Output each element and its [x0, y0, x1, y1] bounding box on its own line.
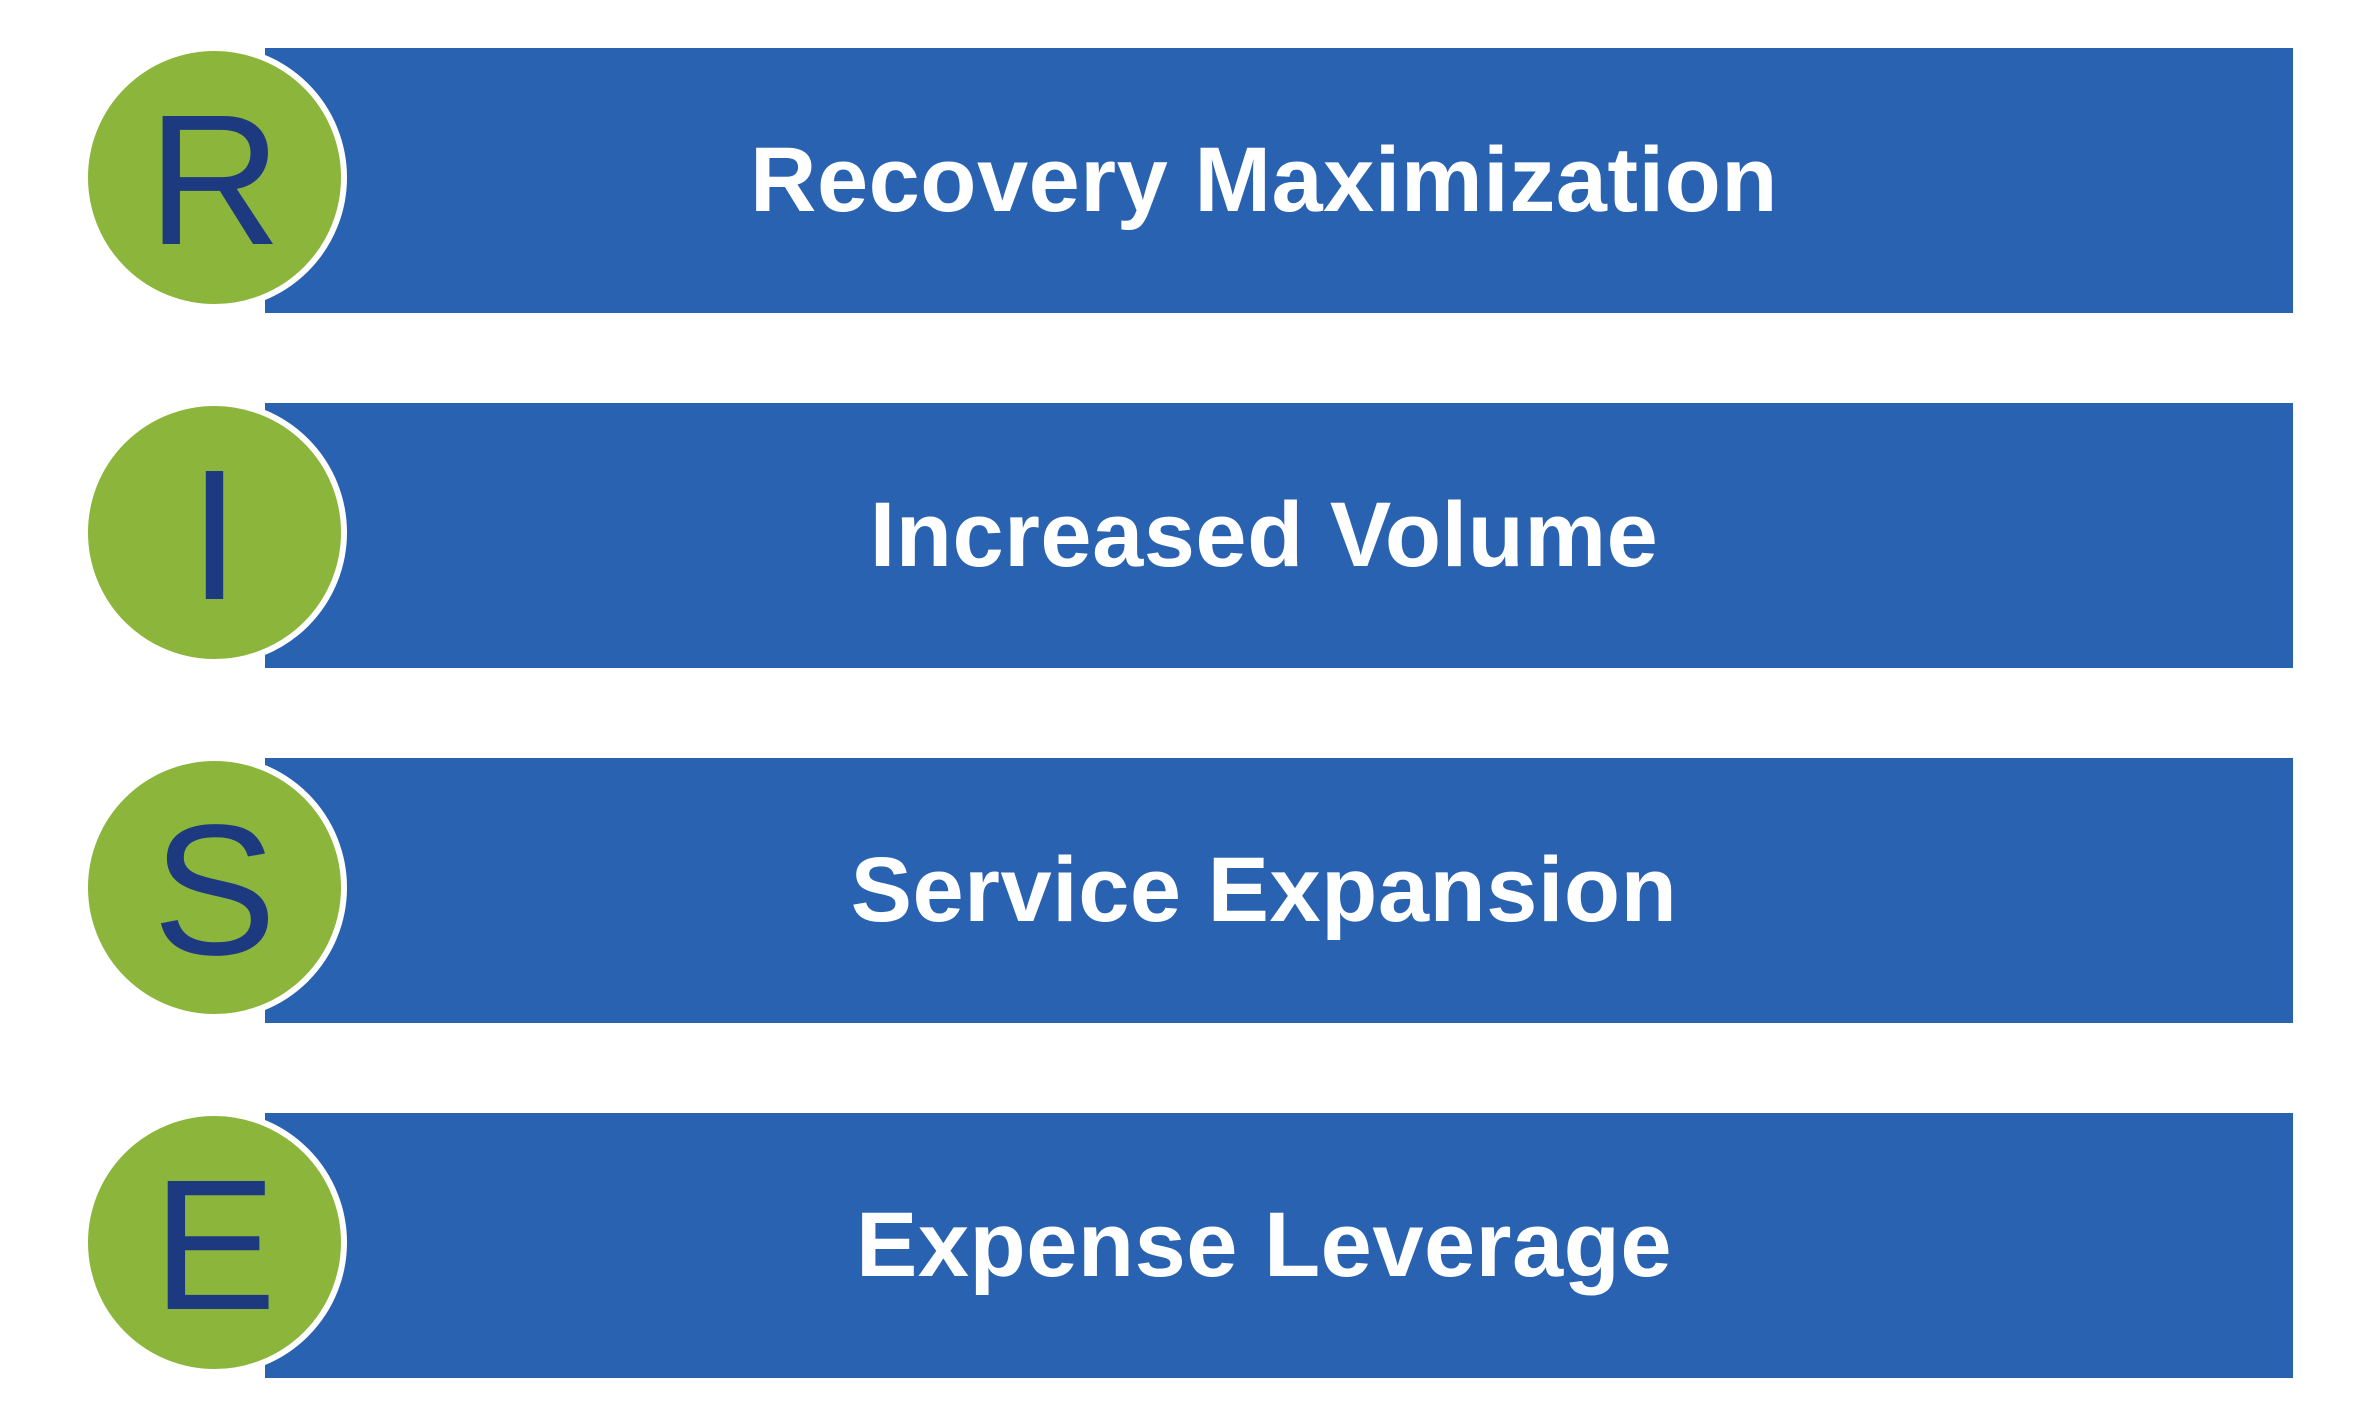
row-bar: Service Expansion: [265, 758, 2293, 1023]
row-bar: Expense Leverage: [265, 1113, 2293, 1378]
letter-badge: I: [82, 400, 347, 665]
badge-letter: S: [152, 786, 277, 994]
letter-badge: S: [82, 755, 347, 1020]
row-label: Expense Leverage: [855, 1194, 1672, 1296]
letter-badge: R: [82, 45, 347, 310]
row-bar: Increased Volume: [265, 403, 2293, 668]
rise-row-s: Service Expansion S: [0, 755, 2362, 1023]
row-label: Recovery Maximization: [750, 129, 1778, 231]
row-label: Service Expansion: [850, 839, 1678, 941]
badge-letter: I: [188, 431, 241, 639]
letter-badge: E: [82, 1110, 347, 1375]
badge-letter: R: [147, 76, 282, 284]
rise-row-r: Recovery Maximization R: [0, 45, 2362, 313]
rise-row-i: Increased Volume I: [0, 400, 2362, 668]
row-label: Increased Volume: [869, 484, 1659, 586]
row-bar: Recovery Maximization: [265, 48, 2293, 313]
badge-letter: E: [152, 1141, 277, 1349]
rise-row-e: Expense Leverage E: [0, 1110, 2362, 1378]
